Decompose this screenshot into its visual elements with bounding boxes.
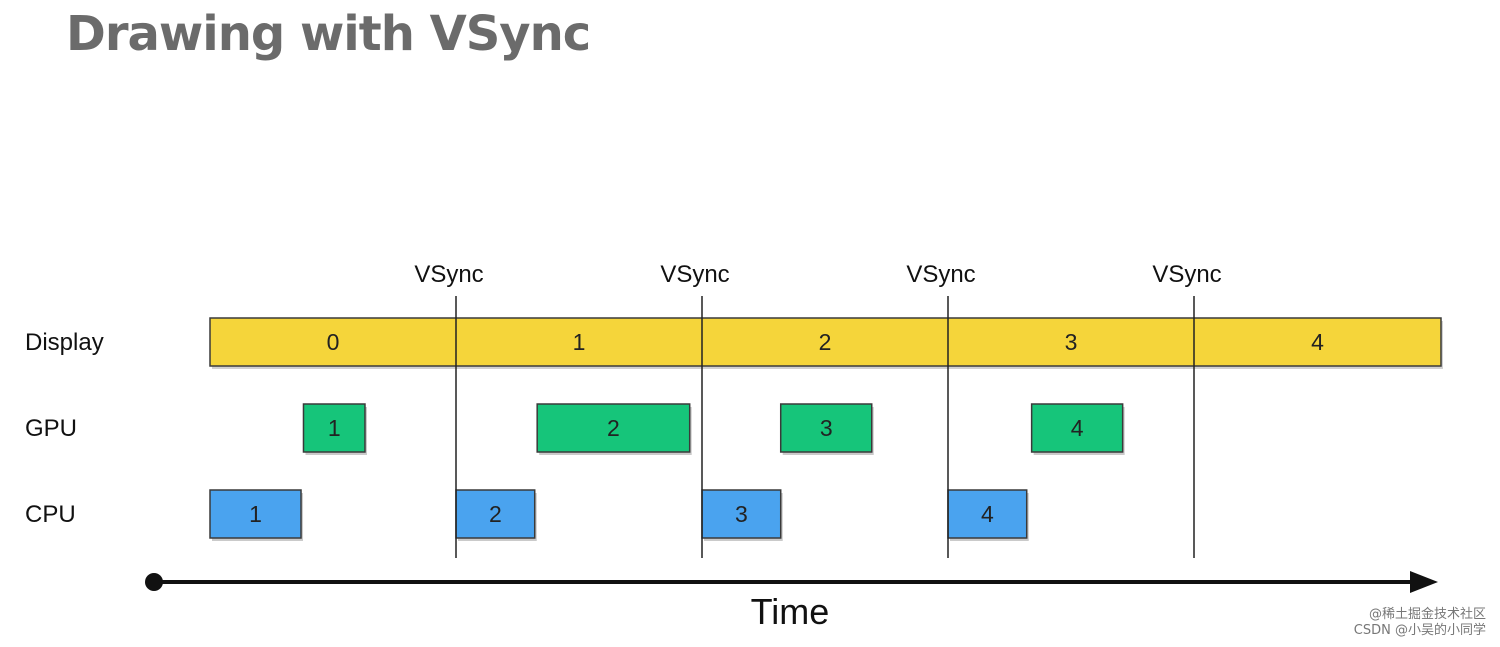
display-frame-label: 2 [819, 329, 832, 355]
time-axis: Time [145, 571, 1438, 632]
gpu-frame-block [302, 403, 366, 453]
time-axis-arrowhead [1410, 571, 1438, 593]
cpu-frame-block [947, 489, 1028, 539]
display-frame-label: 3 [1065, 329, 1078, 355]
vsync-label: VSync [660, 261, 729, 288]
gpu-frame-label: 1 [328, 415, 341, 441]
vsync-markers: VSync VSync VSync VSync [414, 261, 1222, 558]
row-label-gpu: GPU [25, 415, 77, 442]
watermark-line-2: CSDN @小吴的小同学 [1353, 623, 1486, 638]
row-label-display: Display [25, 329, 104, 356]
watermark-line-1: @稀土掘金技术社区 [1368, 607, 1486, 622]
cpu-frame-block [455, 489, 536, 539]
display-row: 0 1 2 3 4 [209, 317, 1443, 369]
display-frame-label: 4 [1311, 329, 1324, 355]
cpu-frame-label: 2 [489, 501, 502, 527]
display-bar [209, 317, 1442, 367]
gpu-frame-block [536, 403, 691, 453]
vsync-label: VSync [1152, 261, 1221, 288]
slide-title: Drawing with VSync [66, 6, 591, 62]
time-axis-label: Time [751, 591, 830, 632]
cpu-row: 1 2 3 4 [209, 489, 1029, 541]
cpu-frame-label: 4 [981, 501, 994, 527]
display-frame-label: 1 [573, 329, 586, 355]
gpu-frame-block [1030, 403, 1124, 453]
gpu-frame-label: 4 [1071, 415, 1084, 441]
vsync-label: VSync [414, 261, 483, 288]
cpu-frame-block [701, 489, 782, 539]
display-frame-label: 0 [327, 329, 340, 355]
cpu-frame-label: 1 [249, 501, 262, 527]
row-label-cpu: CPU [25, 501, 76, 528]
watermark: @稀土掘金技术社区 CSDN @小吴的小同学 [1354, 607, 1486, 639]
gpu-frame-label: 3 [820, 415, 833, 441]
gpu-frame-label: 2 [607, 415, 620, 441]
gpu-frame-block [779, 403, 873, 453]
cpu-frame-block [209, 489, 302, 539]
cpu-frame-label: 3 [735, 501, 748, 527]
gpu-row: 1 2 3 4 [302, 403, 1125, 455]
vsync-label: VSync [906, 261, 975, 288]
